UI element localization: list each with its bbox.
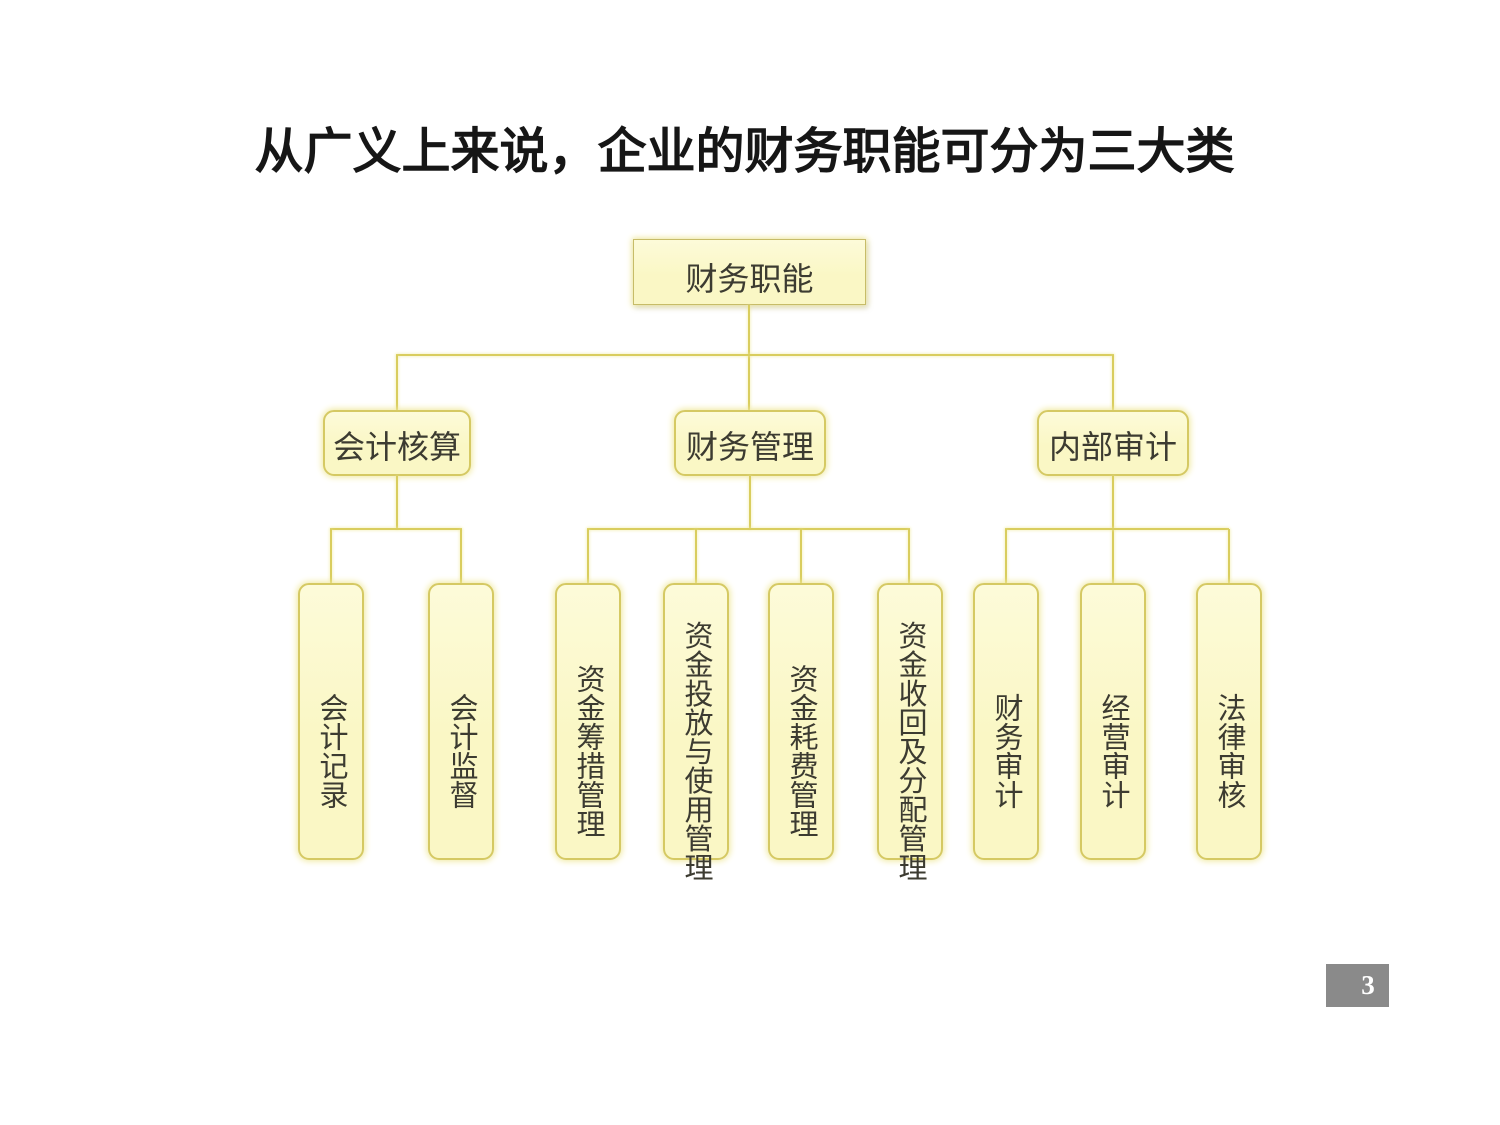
org-node-leaf-fund-consumption: 资金耗费管理: [768, 583, 834, 860]
connector-root-stem: [748, 305, 750, 410]
org-node-root-label: 财务职能: [685, 261, 814, 297]
org-node-branch-accounting: 会计核算: [323, 410, 471, 476]
connector-level2-rail: [396, 354, 1114, 356]
org-node-branch-accounting-label: 会计核算: [332, 429, 461, 465]
org-node-leaf-accounting-records-label: 会计记录: [315, 693, 347, 809]
connector-branch2-stem: [749, 476, 751, 529]
page-number-badge: 3: [1326, 964, 1389, 1007]
org-node-leaf-fund-raising-label: 资金筹措管理: [572, 664, 604, 838]
org-node-leaf-fund-investment-label: 资金投放与使用管理: [680, 620, 712, 882]
connector-branch1-drop: [396, 355, 398, 410]
connector-branch3-drop: [1112, 355, 1114, 410]
org-node-leaf-financial-audit: 财务审计: [973, 583, 1039, 860]
org-node-root: 财务职能: [633, 239, 866, 305]
org-node-branch-internal-audit-label: 内部审计: [1048, 429, 1177, 465]
org-node-leaf-accounting-supervision: 会计监督: [428, 583, 494, 860]
org-node-leaf-fund-investment: 资金投放与使用管理: [663, 583, 729, 882]
connector-leaf1-drop: [330, 529, 332, 583]
connector-branch1-rail: [330, 528, 462, 530]
org-node-leaf-legal-review-label: 法律审核: [1213, 693, 1245, 809]
connector-leaf5-drop: [800, 529, 802, 583]
connector-leaf3-drop: [587, 529, 589, 583]
org-node-branch-finance-mgmt: 财务管理: [674, 410, 826, 476]
org-node-leaf-fund-recovery: 资金收回及分配管理: [877, 583, 943, 882]
connector-branch2-rail: [587, 528, 910, 530]
connector-branch1-stem: [396, 476, 398, 529]
org-node-branch-finance-mgmt-label: 财务管理: [685, 429, 814, 465]
org-node-branch-internal-audit: 内部审计: [1037, 410, 1189, 476]
org-node-leaf-operational-audit: 经营审计: [1080, 583, 1146, 860]
org-node-leaf-fund-raising: 资金筹措管理: [555, 583, 621, 860]
org-node-leaf-accounting-records: 会计记录: [298, 583, 364, 860]
connector-branch3-rail: [1005, 528, 1229, 530]
connector-leaf7-drop: [1005, 529, 1007, 583]
org-node-leaf-legal-review: 法律审核: [1196, 583, 1262, 860]
org-node-leaf-accounting-supervision-label: 会计监督: [445, 693, 477, 809]
slide-title: 从广义上来说，企业的财务职能可分为三大类: [254, 125, 1235, 179]
connector-leaf6-drop: [908, 529, 910, 583]
connector-leaf4-drop: [695, 529, 697, 583]
org-node-leaf-operational-audit-label: 经营审计: [1097, 693, 1129, 809]
connector-leaf2-drop: [460, 529, 462, 583]
org-node-leaf-fund-recovery-label: 资金收回及分配管理: [894, 620, 926, 882]
org-node-leaf-financial-audit-label: 财务审计: [990, 693, 1022, 809]
org-node-leaf-fund-consumption-label: 资金耗费管理: [785, 664, 817, 838]
connector-leaf9-drop: [1228, 529, 1230, 583]
